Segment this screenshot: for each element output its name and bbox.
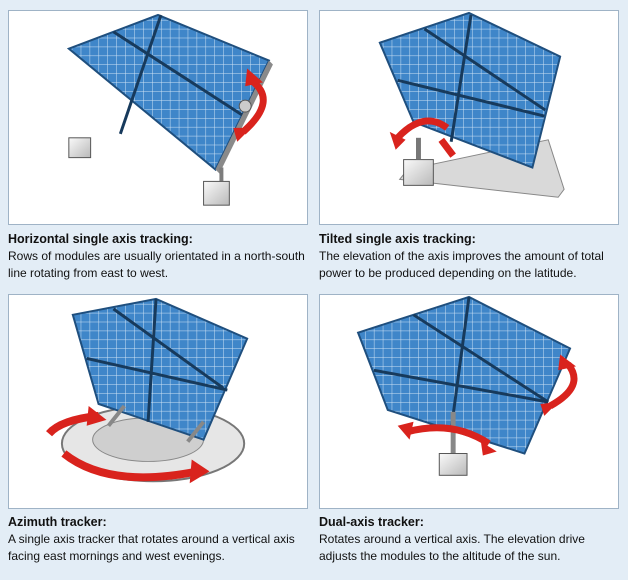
dual-axis-tracker-illustration <box>319 294 619 509</box>
panel-title: Dual-axis tracker: <box>319 515 424 529</box>
pivot-base <box>403 159 434 186</box>
foundation-block <box>203 180 230 206</box>
horizontal-tracker-illustration <box>8 10 308 225</box>
panel-description: Rotates around a vertical axis. The elev… <box>319 532 585 563</box>
panel-title: Tilted single axis tracking: <box>319 232 476 246</box>
azimuth-tracker-illustration <box>8 294 308 509</box>
rotation-arrow-icon <box>395 117 450 141</box>
pivot-base <box>438 453 468 476</box>
foundation-block <box>68 137 92 159</box>
panel-caption: Horizontal single axis tracking: Rows of… <box>8 231 313 282</box>
panel-description: Rows of modules are usually orientated i… <box>8 249 305 280</box>
panel-caption: Azimuth tracker: A single axis tracker t… <box>8 514 313 565</box>
solar-module-array <box>66 13 271 172</box>
support-post <box>106 404 206 443</box>
tilted-tracker-illustration <box>319 10 619 225</box>
panel-description: A single axis tracker that rotates aroun… <box>8 532 295 563</box>
panel-caption: Tilted single axis tracking: The elevati… <box>319 231 624 282</box>
panel-caption: Dual-axis tracker: Rotates around a vert… <box>319 514 624 565</box>
rotation-arrow-icon <box>240 77 267 135</box>
rotation-arrow-icon <box>406 424 491 447</box>
solar-module-array <box>378 11 562 169</box>
panel-title: Horizontal single axis tracking: <box>8 232 193 246</box>
panel-title: Azimuth tracker: <box>8 515 107 529</box>
panel-description: The elevation of the axis improves the a… <box>319 249 604 280</box>
